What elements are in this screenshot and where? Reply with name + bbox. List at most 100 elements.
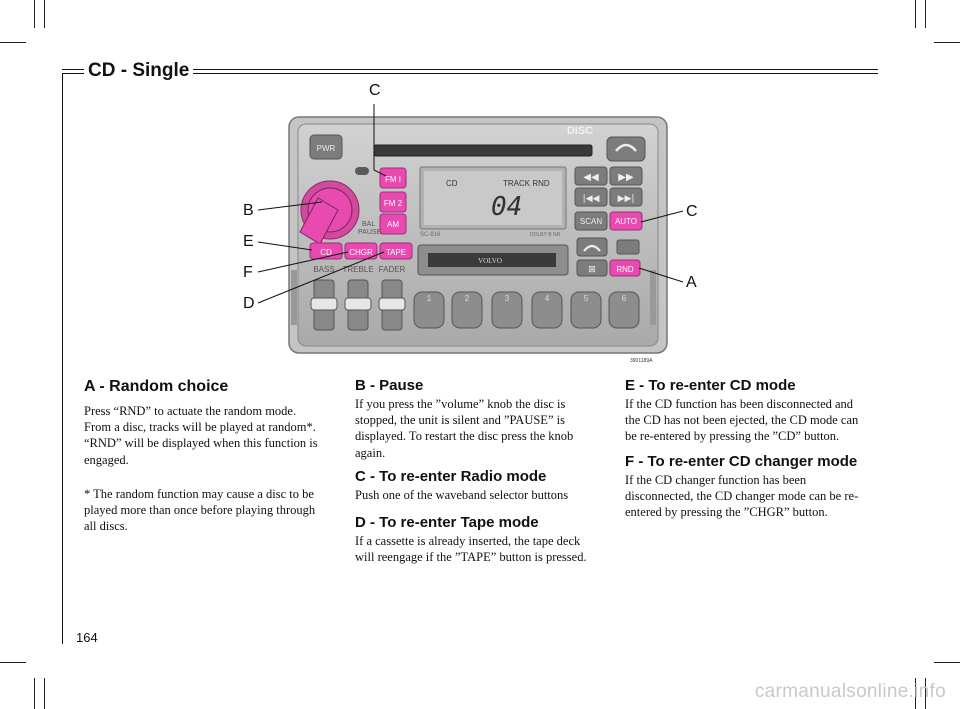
mute-icon: ⊠	[588, 265, 596, 275]
text-line: the CD has not been ejected, the CD mode…	[625, 413, 859, 428]
pwr-button[interactable]	[309, 134, 343, 160]
bass-slider-handle[interactable]	[310, 297, 338, 311]
text-line: If you press the ”volume” knob the disc …	[355, 397, 566, 411]
seek-forward-button[interactable]	[609, 166, 643, 186]
preset-button-2[interactable]	[451, 291, 483, 329]
text-line: * The random function may cause a disc t…	[84, 487, 314, 501]
prev-track-button[interactable]	[574, 187, 608, 207]
am-button[interactable]	[379, 213, 407, 235]
preset-label-6: 6	[622, 294, 627, 303]
display-mode: CD	[446, 179, 458, 188]
preset-button-3[interactable]	[491, 291, 523, 329]
tape-button[interactable]	[379, 242, 413, 260]
cassette-door	[428, 253, 556, 267]
crop-mark	[34, 0, 35, 28]
crop-mark	[925, 678, 926, 709]
random-footnote: * The random function may cause a disc t…	[84, 486, 336, 535]
pause-label: PAUSE	[358, 229, 382, 236]
fader-label: FADER	[379, 265, 406, 274]
heading-cd-mode: E - To re-enter CD mode	[625, 377, 796, 394]
heading-random-choice: A - Random choice	[84, 378, 229, 395]
cd-changer-mode-text: If the CD changer function has been disc…	[625, 472, 875, 521]
title-rule-right	[187, 69, 878, 74]
random-choice-text: Press “RND” to actuate the random mode. …	[84, 403, 336, 468]
heading-tape-mode: D - To re-enter Tape mode	[355, 514, 539, 531]
eject-icon	[615, 143, 637, 152]
text-line: again.	[355, 445, 386, 460]
crop-mark	[34, 678, 35, 709]
watermark: carmanualsonline.info	[754, 681, 946, 702]
dolby-label: DOLBY B NR	[530, 232, 561, 238]
text-line: disconnected, the CD changer mode can be…	[625, 489, 859, 504]
model-label: SC-816	[420, 232, 441, 238]
pause-text: If you press the ”volume” knob the disc …	[355, 396, 605, 461]
auto-button[interactable]	[609, 211, 643, 231]
text-line: all discs.	[84, 519, 128, 534]
text-line: displayed. To restart the disc press the…	[355, 429, 574, 444]
leader-d	[257, 251, 385, 304]
cassette-brand: VOLVO	[478, 257, 502, 265]
crop-mark	[934, 42, 960, 43]
chgr-button[interactable]	[344, 242, 378, 260]
seek-back-button[interactable]	[574, 166, 608, 186]
treble-label: TREBLE	[342, 265, 373, 274]
preset-label-4: 4	[545, 294, 550, 303]
knob-arrow	[299, 197, 339, 245]
radio-mode-text: Push one of the waveband selector button…	[355, 487, 605, 503]
pwr-label: PWR	[317, 144, 336, 153]
fm2-label: FM 2	[384, 199, 403, 208]
display-track: 04	[491, 192, 522, 222]
preset-button-1[interactable]	[413, 291, 445, 329]
fm2-button[interactable]	[379, 191, 407, 213]
callout-a: A	[686, 274, 697, 291]
text-line: be re-entered by pressing the ”CD” butto…	[625, 429, 840, 444]
callout-b: B	[243, 202, 254, 219]
next-track-icon: ▶▶|	[618, 194, 635, 204]
title-row: CD - Single	[62, 60, 878, 84]
page-number: 164	[76, 630, 98, 645]
leader-b	[257, 201, 323, 211]
indicator-light	[355, 167, 369, 175]
preset-button-4[interactable]	[531, 291, 563, 329]
preset-label-3: 3	[505, 294, 510, 303]
display-screen	[424, 171, 562, 225]
callout-f: F	[243, 264, 253, 281]
text-line: entered by pressing the ”CHGR” button.	[625, 505, 828, 520]
auto-label: AUTO	[615, 217, 637, 226]
leader-a	[638, 267, 684, 283]
crop-mark	[0, 42, 26, 43]
treble-slider-handle[interactable]	[344, 297, 372, 311]
radio-illustration: DISC PWR FM I FM 2 AM BAL PAUSE CD TRACK…	[257, 104, 684, 364]
text-line: will reengage if the ”TAPE” button is pr…	[355, 550, 587, 565]
callout-c-right: C	[686, 203, 698, 220]
text-line: If a cassette is already inserted, the t…	[355, 534, 581, 548]
rnd-label: RND	[616, 265, 634, 274]
scan-button[interactable]	[574, 211, 608, 231]
mute-button[interactable]	[576, 259, 608, 277]
cd-mode-text: If the CD function has been disconnected…	[625, 396, 875, 445]
small-button[interactable]	[616, 239, 640, 255]
preset-button-5[interactable]	[570, 291, 602, 329]
text-line: If the CD function has been disconnected…	[625, 397, 854, 411]
fader-slider-handle[interactable]	[378, 297, 406, 311]
preset-button-6[interactable]	[608, 291, 640, 329]
eject-button[interactable]	[606, 136, 646, 162]
fm1-label: FM I	[385, 175, 401, 184]
fast-forward-icon: ▶▶	[618, 172, 634, 183]
scan-label: SCAN	[580, 217, 602, 226]
callout-d: D	[243, 295, 255, 312]
bass-label: BASS	[313, 265, 334, 274]
page-title: CD - Single	[84, 60, 194, 82]
crop-mark	[925, 0, 926, 28]
preset-label-5: 5	[584, 294, 589, 303]
callout-c-top: C	[369, 82, 381, 99]
next-track-button[interactable]	[609, 187, 643, 207]
leader-c-right	[640, 210, 684, 223]
figure-code: 3901189A	[630, 358, 653, 364]
text-line: Press “RND” to actuate the random mode.	[84, 404, 297, 418]
heading-radio-mode: C - To re-enter Radio mode	[355, 468, 547, 485]
text-line: played more than once before playing thr…	[84, 503, 316, 518]
crop-mark	[44, 678, 45, 709]
fm1-button[interactable]	[379, 167, 407, 189]
cd-label: CD	[320, 248, 332, 257]
